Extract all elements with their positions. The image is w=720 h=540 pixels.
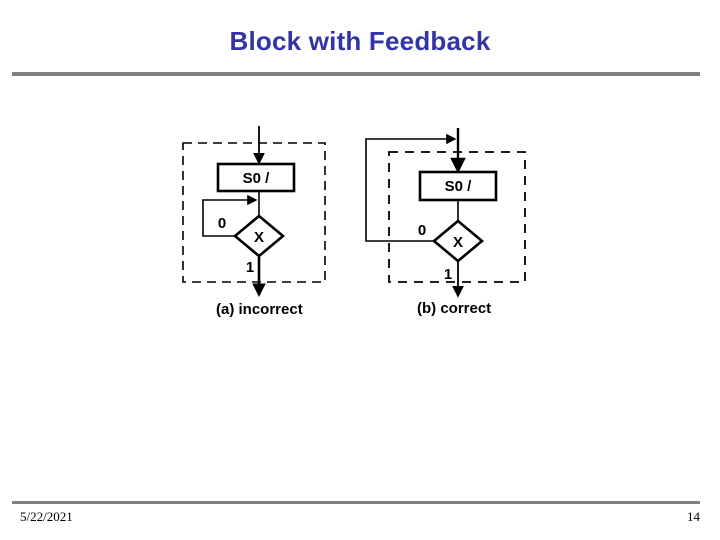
diagram-b-branch-1-label: 1: [444, 266, 452, 283]
page-title: Block with Feedback: [229, 26, 491, 56]
diagram-b-branch-0-label: 0: [418, 222, 426, 239]
diagram-a-feedback-path: [202, 194, 258, 237]
diagram-a-decision-label: X: [254, 229, 264, 246]
diagram-a-block-label: S0 /: [243, 170, 271, 187]
diagram-b-dashed-boundary: [388, 151, 526, 283]
diagram-b-caption: (b) correct: [417, 300, 492, 317]
diagram-b-group: [365, 128, 526, 298]
diagram-b-decision-label: X: [453, 234, 463, 251]
diagram-b-block-label: S0 /: [445, 178, 473, 195]
diagram-a-branch-0-label: 0: [218, 215, 226, 232]
diagram-a-group: [182, 126, 326, 298]
diagram-a-dashed-boundary: [182, 142, 326, 283]
diagram-b-feedback-path: [365, 133, 457, 242]
footer-divider-rule: [12, 501, 700, 504]
footer-page-number: 14: [687, 509, 700, 524]
diagram-a-branch-1-label: 1: [246, 259, 254, 276]
diagram-a-caption: (a) incorrect: [216, 301, 303, 318]
diagram-b-state-block: [418, 170, 498, 202]
diagram-b-decision-diamond: [431, 219, 485, 263]
title-divider-rule: [12, 72, 700, 76]
footer-date: 5/22/2021: [20, 509, 73, 524]
diagram-a-decision-diamond: [232, 214, 286, 258]
diagram-a-state-block: [216, 162, 296, 193]
